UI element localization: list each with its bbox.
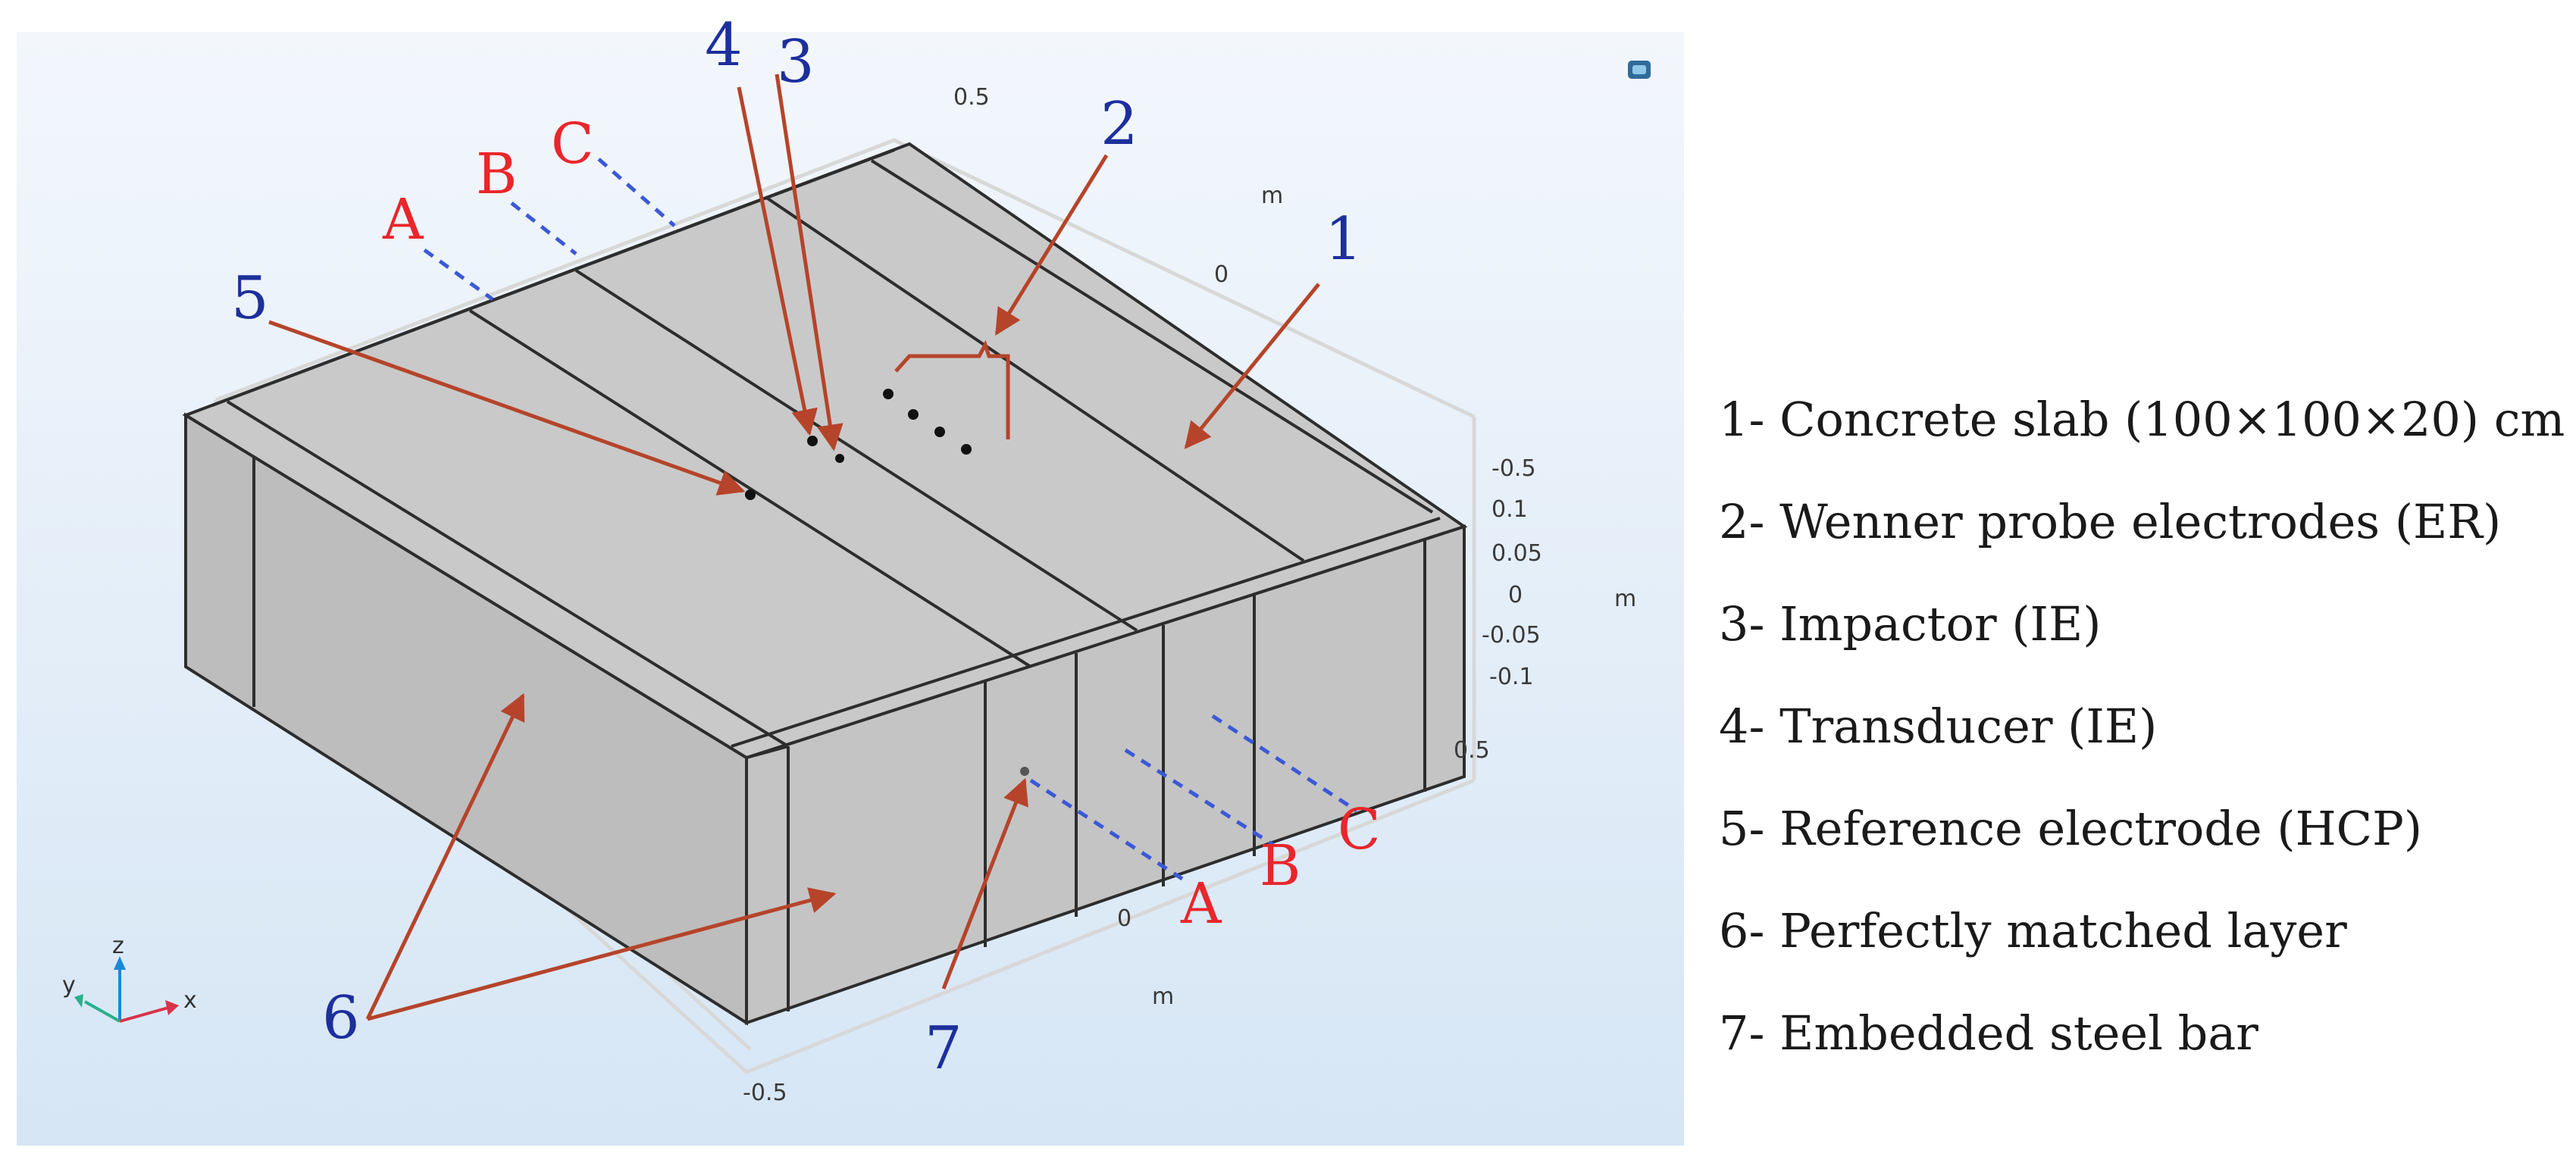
section-label-c-front: C <box>1338 797 1381 862</box>
pml-lines-front <box>252 457 1426 1011</box>
wenner-electrode <box>961 444 972 455</box>
tick-bottom-m: m <box>1152 983 1174 1010</box>
transducer-dot <box>807 436 818 446</box>
legend-item-2: 2- Wenner probe electrodes (ER) <box>1719 494 2501 549</box>
tick-top-half: 0.5 <box>953 84 990 111</box>
label-4: 4 <box>705 11 743 80</box>
tick-right-half: 0.5 <box>1454 737 1490 764</box>
section-label-a-front: A <box>1180 871 1222 936</box>
wenner-bracket <box>894 339 1010 439</box>
tick-z-0-1: 0.1 <box>1491 496 1528 523</box>
tick-z-neg-0-1: -0.1 <box>1489 664 1534 690</box>
tick-z-0-05: 0.05 <box>1491 540 1542 567</box>
steel-bar-dot <box>1020 767 1029 776</box>
triad-z-label: z <box>112 933 124 959</box>
section-label-c-top: C <box>551 111 594 177</box>
legend-item-1: 1- Concrete slab (100×100×20) cm <box>1719 392 2565 447</box>
legend-item-6: 6- Perfectly matched layer <box>1719 903 2347 958</box>
impactor-dot <box>835 454 844 463</box>
legend-item-3: 3- Impactor (IE) <box>1719 596 2101 652</box>
section-label-a-top: A <box>382 187 424 252</box>
label-6: 6 <box>322 984 360 1052</box>
wenner-electrode <box>934 427 945 437</box>
label-7: 7 <box>925 1014 962 1083</box>
tick-top-m: m <box>1261 183 1283 209</box>
tick-z-neg-0-05: -0.05 <box>1482 622 1541 649</box>
callout-arrows <box>268 73 1320 1021</box>
tick-right-neg-half: -0.5 <box>1491 455 1536 482</box>
tick-bottom-neg-half: -0.5 <box>743 1080 787 1106</box>
tick-right-m: m <box>1614 586 1636 612</box>
triad-x-label: x <box>183 987 197 1014</box>
legend: 1- Concrete slab (100×100×20) cm 2- Wenn… <box>1719 392 2565 1061</box>
wenner-electrode <box>908 409 919 420</box>
axis-triad: z x y <box>62 933 197 1023</box>
legend-item-5: 5- Reference electrode (HCP) <box>1719 801 2422 856</box>
triad-y-label: y <box>62 972 76 999</box>
electrode-dots <box>745 389 1029 776</box>
legend-item-4: 4- Transducer (IE) <box>1719 699 2157 754</box>
section-label-b-top: B <box>476 142 517 207</box>
tick-bottom-zero: 0 <box>1117 905 1131 932</box>
pml-lines-top <box>211 149 1441 748</box>
reference-electrode-dot <box>745 489 756 500</box>
wenner-electrode <box>883 389 894 399</box>
label-3: 3 <box>777 28 815 96</box>
section-label-b-front: B <box>1260 833 1301 899</box>
section-lines <box>423 158 1358 881</box>
view-toggle-icon[interactable] <box>1628 61 1651 79</box>
label-2: 2 <box>1100 90 1138 158</box>
label-1: 1 <box>1325 205 1363 274</box>
tick-z-0: 0 <box>1508 582 1523 608</box>
tick-top-zero: 0 <box>1214 261 1229 288</box>
label-5: 5 <box>231 264 269 333</box>
legend-item-7: 7- Embedded steel bar <box>1719 1005 2258 1061</box>
